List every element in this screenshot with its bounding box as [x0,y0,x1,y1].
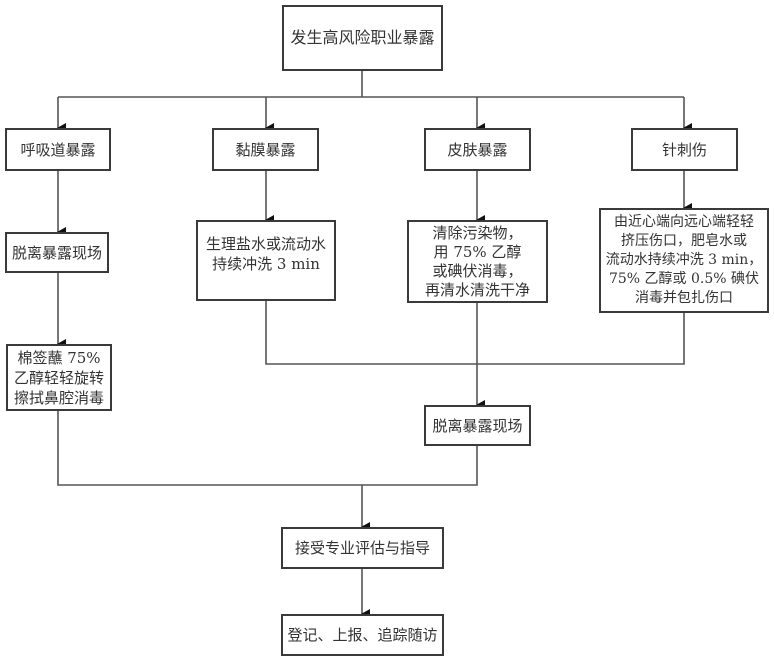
step-line: 由近心端向远心端轻轻 [614,214,754,230]
title-text: 发生高风险职业暴露 [290,28,435,47]
branch-skin: 皮肤暴露 [424,128,531,171]
step-evaluation: 接受专业评估与指导 [281,527,444,569]
step-line: 清除污染物， [432,223,523,242]
step-line: 75% 乙醇或 0.5% 碘伏 [608,271,760,287]
step-skin-clean: 清除污染物， 用 75% 乙醇 或碘伏消毒， 再清水清洗干净 [407,220,548,303]
step-line: 乙醇轻轻旋转 [13,368,104,387]
branch-label: 呼吸道暴露 [20,140,96,159]
step-line: 脱离暴露现场 [11,243,102,262]
step-line: 持续冲洗 3 min [212,255,320,273]
branch-label: 黏膜暴露 [235,140,296,159]
step-text: 脱离暴露现场 [432,416,523,435]
step-needle-squeeze: 由近心端向远心端轻轻 挤压伤口，肥皂水或 流动水持续冲洗 3 min， 75% … [599,208,769,313]
step-line: 挤压伤口，肥皂水或 [621,233,747,249]
step-line: 再清水清洗干净 [424,280,530,299]
step-line: 或碘伏消毒， [432,261,523,280]
branch-mucosa: 黏膜暴露 [212,128,319,171]
step-text: 登记、上报、追踪随访 [287,626,438,644]
line-merge-bottom [57,410,478,486]
step-final: 登记、上报、追踪随访 [281,614,444,656]
step-line: 用 75% 乙醇 [433,242,522,261]
branch-label: 皮肤暴露 [447,140,508,159]
step-text: 接受专业评估与指导 [294,539,430,557]
branch-respiratory: 呼吸道暴露 [5,128,111,171]
step-line: 擦拭鼻腔消毒 [13,388,104,407]
step-line: 生理盐水或流动水 [205,235,326,253]
step-merge-leave: 脱离暴露现场 [424,405,531,446]
step-respiratory-nasal: 棉签蘸 75% 乙醇轻轻旋转 擦拭鼻腔消毒 [6,344,112,411]
step-respiratory-leave: 脱离暴露现场 [5,232,109,273]
step-line: 棉签蘸 75% [17,348,101,367]
line-merge-mid [265,300,685,365]
branch-needle: 针刺伤 [631,128,738,171]
step-line: 流动水持续冲洗 3 min， [605,252,763,268]
title-box: 发生高风险职业暴露 [282,5,443,71]
step-line: 消毒并包扎伤口 [635,290,733,306]
branch-label: 针刺伤 [661,140,707,159]
step-mucosa-rinse: 生理盐水或流动水 持续冲洗 3 min [196,220,336,301]
